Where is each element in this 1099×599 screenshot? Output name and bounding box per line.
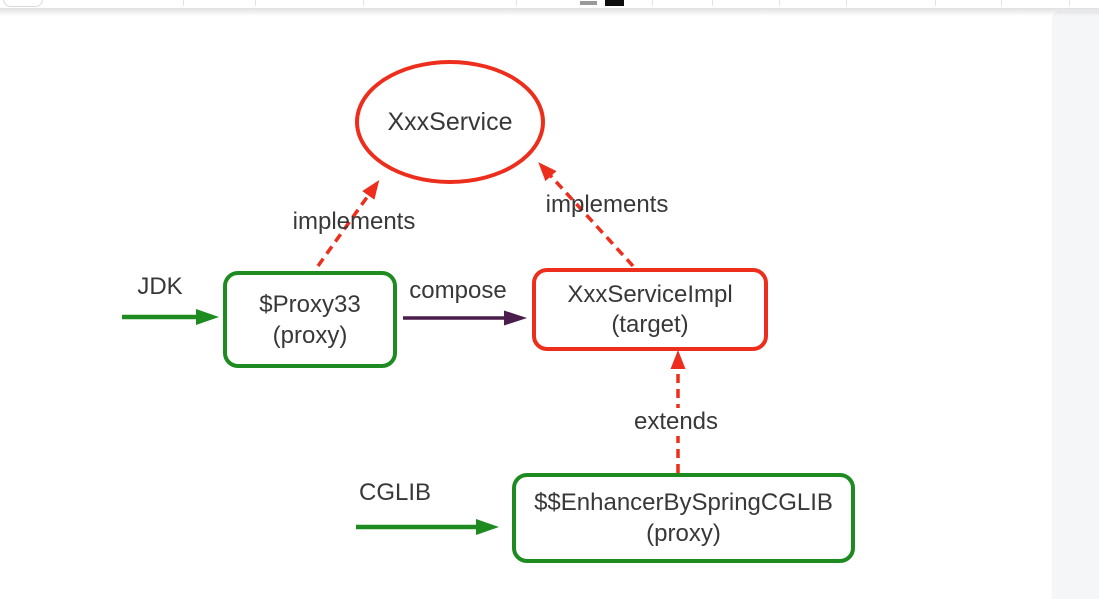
node-subtitle: (proxy)	[272, 321, 348, 349]
tab-favicon-dash	[580, 1, 597, 5]
node-label: XxxService	[387, 107, 513, 136]
tab-divider	[183, 0, 184, 6]
tab-divider	[779, 0, 780, 6]
node-target: XxxServiceImpl (target)	[532, 268, 768, 351]
browser-tab-strip[interactable]	[0, 0, 1099, 8]
label-compose: compose	[409, 277, 507, 304]
tab-divider	[935, 0, 936, 6]
tab-divider	[1069, 0, 1070, 6]
page-side-panel	[1052, 11, 1099, 599]
node-title: XxxServiceImpl	[567, 280, 733, 308]
node-subtitle: (proxy)	[646, 520, 721, 547]
node-subtitle: (target)	[611, 310, 689, 338]
label-implements-right: implements	[545, 191, 669, 218]
tab-divider	[255, 0, 256, 6]
tab-divider	[516, 0, 517, 6]
toolbar-shadow	[0, 8, 1099, 16]
node-xxxservice-interface: XxxService	[355, 60, 545, 184]
implements-right-arrow	[538, 162, 635, 268]
label-extends: extends	[631, 408, 721, 436]
label-cglib: CGLIB	[358, 479, 432, 506]
tab-divider	[363, 0, 364, 6]
tab-divider	[846, 0, 847, 6]
tab-divider	[712, 0, 713, 6]
label-implements-left: implements	[292, 208, 416, 235]
node-jdk-proxy: $Proxy33 (proxy)	[223, 271, 397, 368]
label-jdk: JDK	[137, 273, 183, 300]
node-title: $$EnhancerBySpringCGLIB	[534, 489, 833, 516]
tab-divider	[1001, 0, 1002, 6]
node-cglib-proxy: $$EnhancerBySpringCGLIB (proxy)	[512, 473, 855, 563]
browser-tab[interactable]	[3, 0, 43, 7]
node-title: $Proxy33	[259, 290, 361, 318]
tab-divider	[652, 0, 653, 6]
tab-favicon-dark	[605, 0, 624, 6]
